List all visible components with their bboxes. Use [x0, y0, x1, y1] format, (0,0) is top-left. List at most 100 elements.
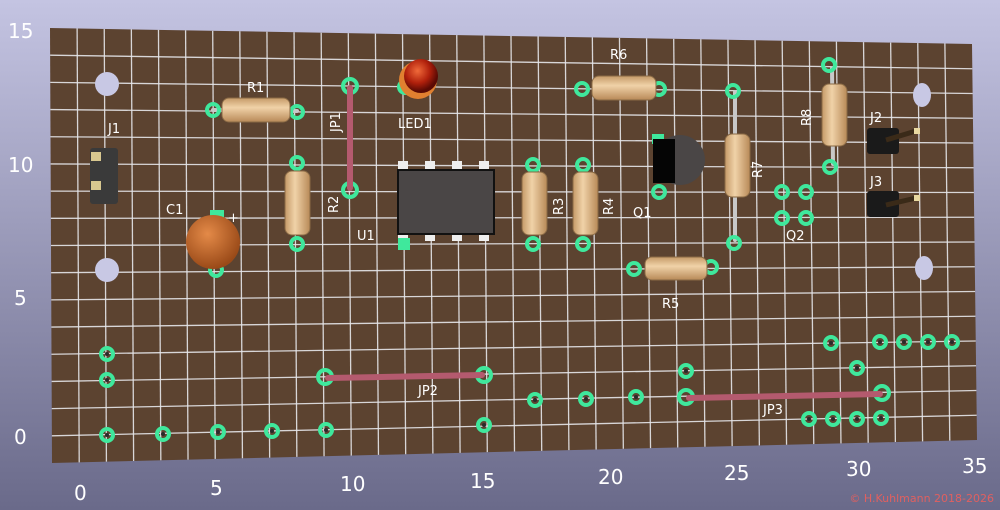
solder-pad — [99, 346, 115, 362]
pad-hole — [105, 352, 109, 356]
svg-text:R5: R5 — [662, 297, 679, 312]
y-tick: 0 — [14, 425, 27, 449]
pad-hole — [533, 398, 537, 402]
x-tick: 20 — [598, 465, 623, 489]
svg-text:JP3: JP3 — [762, 403, 783, 418]
pad-hole — [216, 430, 220, 434]
solder-pad — [896, 334, 912, 350]
grid-line — [51, 266, 975, 274]
svg-text:Q1: Q1 — [633, 206, 652, 221]
loose-pads — [99, 334, 960, 443]
pad-hole — [482, 423, 486, 427]
pad-hole — [829, 341, 833, 345]
solder-pad — [578, 391, 594, 407]
x-tick: 30 — [846, 457, 871, 481]
pad-hole — [324, 428, 328, 432]
led-LED1[interactable]: LED1 — [397, 59, 438, 132]
solder-pad — [678, 363, 694, 379]
solder-pad — [825, 411, 841, 427]
svg-text:Q2: Q2 — [786, 229, 805, 244]
mounting-holes — [95, 72, 933, 282]
solder-pad — [628, 389, 644, 405]
capacitor-C1[interactable]: C1 + — [166, 203, 240, 278]
pad-hole — [684, 369, 688, 373]
resistor-R6[interactable]: R6 — [574, 48, 667, 101]
solder-pad — [264, 423, 280, 439]
ic-U1[interactable]: U1 — [357, 161, 495, 250]
y-tick: 5 — [14, 286, 27, 310]
pad-hole — [807, 417, 811, 421]
grid-line — [50, 108, 973, 119]
resistor-R3[interactable]: R3 — [521, 157, 567, 252]
pad-hole — [855, 417, 859, 421]
pad-hole — [584, 397, 588, 401]
svg-text:J3: J3 — [869, 175, 882, 190]
solder-pad — [849, 411, 865, 427]
svg-text:R4: R4 — [602, 198, 617, 215]
pad-hole — [950, 340, 954, 344]
pad-hole — [634, 395, 638, 399]
pad-hole — [105, 433, 109, 437]
connector-J1[interactable]: J1 — [90, 122, 120, 204]
grid-line — [50, 54, 973, 70]
jumper-JP1[interactable]: JP1 — [329, 77, 359, 199]
svg-text:+: + — [228, 211, 239, 226]
grid-line — [51, 315, 976, 328]
pad-hole — [902, 340, 906, 344]
svg-text:R6: R6 — [610, 48, 627, 63]
grid-line — [51, 340, 976, 355]
grid-line — [50, 163, 974, 169]
pad-hole — [926, 340, 930, 344]
solder-pad — [849, 360, 865, 376]
transistor-Q1[interactable]: Q1 — [633, 134, 705, 221]
grid-line — [50, 136, 974, 144]
jumper-JP3[interactable]: JP3 — [677, 384, 891, 418]
solder-pad — [872, 334, 888, 350]
pad-hole — [831, 417, 835, 421]
svg-text:U1: U1 — [357, 229, 375, 244]
x-tick: 15 — [470, 469, 495, 493]
resistor-R8[interactable]: R8 — [800, 57, 848, 175]
connector-J2[interactable]: J2 — [867, 111, 920, 154]
resistor-R1[interactable]: R1 — [205, 81, 305, 123]
solder-pad — [801, 411, 817, 427]
solder-pad — [210, 424, 226, 440]
transistor-Q2[interactable]: Q2 — [774, 184, 814, 244]
solder-pad — [873, 410, 889, 426]
grid-line — [50, 190, 974, 194]
resistor-R7[interactable]: R7 — [724, 83, 766, 251]
svg-text:J1: J1 — [107, 122, 120, 137]
y-tick: 15 — [8, 19, 33, 43]
pad-hole — [161, 432, 165, 436]
svg-text:R7: R7 — [751, 161, 766, 178]
pad-hole — [879, 416, 883, 420]
x-tick: 10 — [340, 472, 365, 496]
y-tick: 10 — [8, 153, 33, 177]
x-tick: 0 — [74, 481, 87, 505]
copyright: © H.Kuhlmann 2018-2026 — [849, 492, 994, 505]
svg-text:JP1: JP1 — [329, 112, 344, 133]
svg-text:R2: R2 — [327, 196, 342, 213]
svg-text:R3: R3 — [552, 198, 567, 215]
solder-pad — [823, 335, 839, 351]
resistor-R5[interactable]: R5 — [626, 256, 719, 312]
connector-J3[interactable]: J3 — [867, 175, 920, 217]
solder-pad — [944, 334, 960, 350]
solder-pad — [99, 372, 115, 388]
grid-line — [51, 414, 977, 437]
jumper-JP2[interactable]: JP2 — [316, 366, 493, 399]
x-tick: 35 — [962, 454, 987, 478]
solder-pad — [476, 417, 492, 433]
pad-hole — [878, 340, 882, 344]
resistor-R4[interactable]: R4 — [572, 157, 617, 252]
solder-pad — [318, 422, 334, 438]
pad-hole — [855, 366, 859, 370]
resistor-R2[interactable]: R2 — [284, 155, 342, 252]
solder-pad — [155, 426, 171, 442]
grid-line — [50, 81, 973, 95]
pad-hole — [270, 429, 274, 433]
svg-text:J2: J2 — [869, 111, 882, 126]
pad-hole — [105, 378, 109, 382]
x-tick: 5 — [210, 476, 223, 500]
